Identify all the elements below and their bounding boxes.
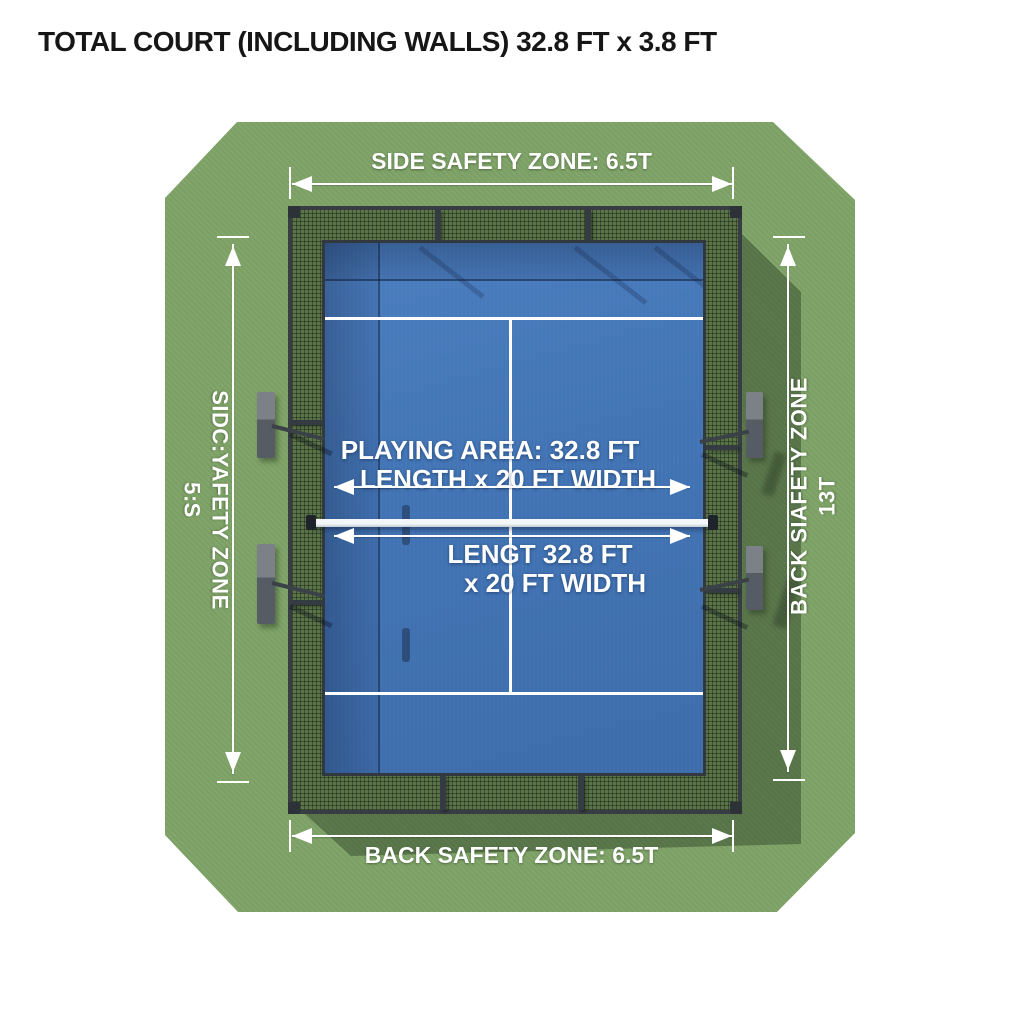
arrowhead-down-icon <box>225 752 241 772</box>
dimension-line-right <box>787 244 789 772</box>
corner-post <box>288 802 300 814</box>
fence-post <box>585 210 591 240</box>
corner-post <box>288 206 300 218</box>
dimension-tick <box>773 779 805 781</box>
playing-area-arrow <box>334 486 690 488</box>
wall-shadow-left <box>325 243 380 773</box>
fence-strut <box>292 420 322 425</box>
corner-post <box>730 206 742 218</box>
net-post <box>708 515 718 530</box>
court-cage <box>288 206 742 814</box>
dimension-tick <box>773 236 805 238</box>
arrowhead-right-icon <box>712 828 732 844</box>
dimension-tick <box>217 236 249 238</box>
arrowhead-right-icon <box>670 528 690 544</box>
center-line <box>509 317 512 695</box>
dimension-tick <box>289 820 291 852</box>
arrowhead-right-icon <box>670 479 690 495</box>
light-fixture <box>257 392 275 458</box>
net-length-arrow <box>334 535 690 537</box>
fence-post <box>435 210 441 240</box>
net-length-line2: x 20 FT WIDTH <box>463 567 646 598</box>
net <box>312 519 712 527</box>
fence-strut <box>706 445 738 450</box>
dimension-line-top <box>292 183 732 185</box>
service-line-top <box>325 317 703 320</box>
arrowhead-left-icon <box>334 528 354 544</box>
fence-strut <box>292 600 322 605</box>
dimension-tick <box>732 820 734 852</box>
fence-post <box>440 776 446 810</box>
corner-post <box>730 802 742 814</box>
arrowhead-right-icon <box>712 176 732 192</box>
dimension-label-bottom: BACK SAFETY ZONE: 6.5T <box>364 842 659 868</box>
light-fixture <box>746 546 763 610</box>
fence-post <box>578 776 584 810</box>
arrowhead-up-icon <box>780 246 796 266</box>
light-fixture <box>746 392 763 458</box>
dimension-label-left-line2: 5:S <box>180 482 205 518</box>
dimension-line-left <box>232 244 234 774</box>
dimension-label-left-line1: SIDC:YAFETY ZONE <box>207 390 233 610</box>
net-post <box>306 515 316 530</box>
dimension-label-top: SIDE SAFETY ZONE: 6.5T <box>371 148 652 174</box>
dimension-tick <box>217 781 249 783</box>
dimension-label-right-line1: BACK SIAFETY ZONE <box>786 377 812 615</box>
service-line-bottom <box>325 692 703 695</box>
page-title: TOTAL COURT (INCLUDING WALLS) 32.8 FT x … <box>38 26 717 57</box>
dimension-line-bottom <box>292 835 732 837</box>
playing-area-line1: PLAYING AREA: 32.8 FT <box>340 435 640 465</box>
light-fixture <box>257 544 275 624</box>
dimension-label-right-line2: 13T <box>814 476 839 516</box>
arrowhead-left-icon <box>292 176 312 192</box>
playing-area-label: PLAYING AREA: 32.8 FT LENGTH x 20 FT WID… <box>310 436 670 493</box>
net-length-label: LENGT 32.8 FT x 20 FT WIDTH <box>360 540 720 597</box>
net-length-line1: LENGT 32.8 FT <box>447 539 633 569</box>
dimension-tick <box>289 167 291 199</box>
arrowhead-up-icon <box>225 246 241 266</box>
fence-strut <box>706 588 738 593</box>
post-shadow <box>402 628 410 662</box>
arrowhead-left-icon <box>334 479 354 495</box>
arrowhead-down-icon <box>780 750 796 770</box>
playing-area-line2: LENGTH x 20 FT WIDTH <box>359 463 657 494</box>
playing-court <box>322 240 706 776</box>
dimension-tick <box>732 167 734 199</box>
arrowhead-left-icon <box>292 828 312 844</box>
wall-shadow-top <box>325 243 703 281</box>
